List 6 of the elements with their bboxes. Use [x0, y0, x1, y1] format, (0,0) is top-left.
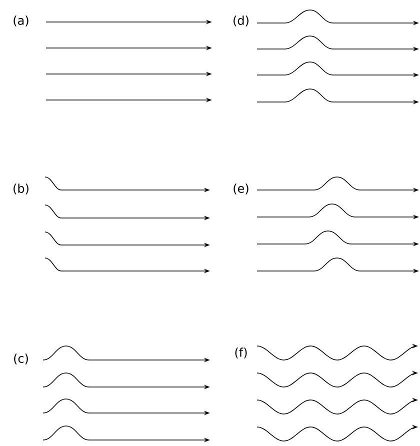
panel-label: (a)	[14, 16, 28, 26]
panel-label: (b)	[14, 184, 28, 194]
panel-label: (d)	[234, 16, 248, 26]
panel-label: (f)	[235, 348, 247, 358]
panel-label: (c)	[14, 354, 28, 364]
panel-label: (e)	[234, 184, 248, 194]
